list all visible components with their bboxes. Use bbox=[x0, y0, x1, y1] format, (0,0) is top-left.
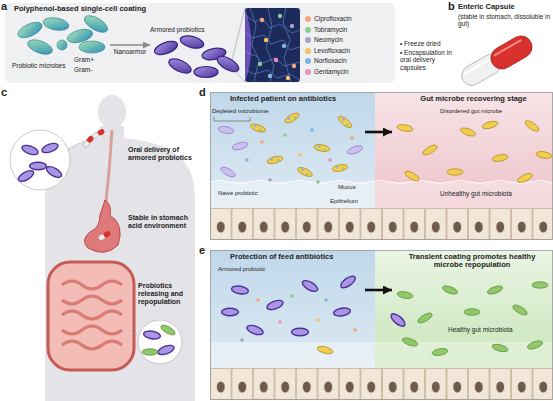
panel-title: Polyphenol-based single-cell coating bbox=[14, 5, 254, 13]
annotation: Mucus bbox=[338, 184, 368, 191]
flow-arrow bbox=[365, 289, 392, 292]
flow-arrow bbox=[365, 131, 392, 134]
gram-bacteria bbox=[16, 12, 111, 57]
panel-letter: c bbox=[1, 86, 13, 98]
stage-title: Gut microbe recovering stage bbox=[396, 95, 551, 103]
legend-swatch bbox=[305, 37, 311, 43]
legend-swatch bbox=[305, 48, 311, 54]
magnifier bbox=[138, 320, 182, 364]
epithelium bbox=[210, 368, 553, 400]
gram-label: Gram+ bbox=[74, 56, 106, 63]
panel-a-scene bbox=[5, 3, 395, 83]
legend-text: Gentamycin bbox=[314, 68, 349, 75]
stage-title: Transient coating promotes healthy micro… bbox=[396, 253, 548, 270]
body-annotation: Oral delivery of armored probiotics bbox=[128, 146, 200, 162]
legend-text: Levofloxacin bbox=[314, 47, 350, 54]
legend: CiprofloxacinTobramycinNeomycinLevofloxa… bbox=[305, 15, 393, 79]
zoom-lines bbox=[232, 8, 245, 82]
panel-d-scene bbox=[210, 92, 553, 240]
annotation: Armored probiotic bbox=[218, 266, 288, 273]
mucus-layer bbox=[210, 342, 553, 368]
head bbox=[98, 95, 126, 129]
mucus-layer bbox=[210, 182, 553, 208]
legend-row: Neomycin bbox=[305, 36, 343, 46]
capsule bbox=[457, 32, 536, 90]
step-note: • Freeze dried bbox=[400, 40, 456, 47]
bracket bbox=[214, 117, 250, 121]
legend-row: Tobramycin bbox=[305, 26, 347, 36]
legend-row: Ciprofloxacin bbox=[305, 15, 352, 25]
legend-row: Levofloxacin bbox=[305, 47, 350, 57]
magnifier bbox=[10, 130, 70, 190]
annotation: Naive probiotic bbox=[218, 190, 278, 197]
legend-swatch bbox=[305, 27, 311, 33]
capsule-small bbox=[82, 135, 94, 148]
legend-swatch bbox=[305, 58, 311, 64]
legend-swatch bbox=[305, 69, 311, 75]
step-note: • Encapsulation in oral delivery capsule… bbox=[400, 49, 458, 71]
legend-text: Tobramycin bbox=[314, 26, 347, 33]
microbe-group: Probiotic microbes Gram+ Gram- bbox=[12, 16, 110, 80]
stomach bbox=[84, 200, 120, 252]
annotation: Disordered gut microbe bbox=[440, 108, 520, 115]
panel-e-scene bbox=[210, 250, 553, 400]
group-label: Probiotic microbes bbox=[12, 62, 70, 69]
panel-letter: a bbox=[1, 0, 13, 12]
subtitle: (stable in stomach, dissoluble in gut) bbox=[458, 13, 553, 28]
stage-title: Protection of feed antibiotics bbox=[230, 253, 365, 261]
coating-zoom bbox=[245, 8, 300, 82]
stage-panel: Transient coating promotes healthy micro… bbox=[392, 251, 552, 361]
panel-background bbox=[5, 3, 395, 83]
legend-text: Norfloxacin bbox=[314, 57, 347, 64]
legend-text: Ciprofloxacin bbox=[314, 15, 352, 22]
panel-c-scene bbox=[10, 95, 195, 401]
arrow-label: Nanoarmor bbox=[108, 48, 152, 55]
intestine bbox=[48, 262, 134, 370]
capsule-small bbox=[91, 128, 105, 139]
annotation: Epithelium bbox=[330, 198, 370, 205]
annotation: Unhealthy gut microbiota bbox=[440, 190, 530, 197]
stage-title: Infected patient on antibiotics bbox=[230, 95, 365, 103]
panel-title: Enteric Capsule bbox=[458, 3, 553, 11]
annotation: Depleted microbiome bbox=[212, 108, 282, 115]
gram-label: Gram- bbox=[74, 66, 106, 73]
group-label: Armored probiotics bbox=[150, 26, 240, 33]
legend-swatch bbox=[305, 16, 311, 22]
legend-row: Norfloxacin bbox=[305, 57, 347, 67]
annotation: Healthy gut microbiota bbox=[448, 326, 538, 333]
armored-bacteria bbox=[153, 34, 241, 78]
body-annotation: Stable in stomach acid environment bbox=[128, 214, 200, 230]
panel-letter: e bbox=[199, 244, 211, 256]
capsule-box: Enteric Capsule (stable in stomach, disso… bbox=[458, 3, 553, 37]
microbe-group: Armored probiotics bbox=[150, 16, 240, 80]
flow-arrow bbox=[110, 44, 150, 45]
legend-text: Neomycin bbox=[314, 36, 343, 43]
body-annotation: Probiotics releasing and repopulation bbox=[138, 282, 200, 305]
esophagus bbox=[106, 130, 112, 202]
epithelium bbox=[210, 208, 553, 240]
panel-letter: d bbox=[199, 86, 211, 98]
panel-letter: b bbox=[448, 0, 460, 12]
legend-row: Gentamycin bbox=[305, 68, 349, 78]
